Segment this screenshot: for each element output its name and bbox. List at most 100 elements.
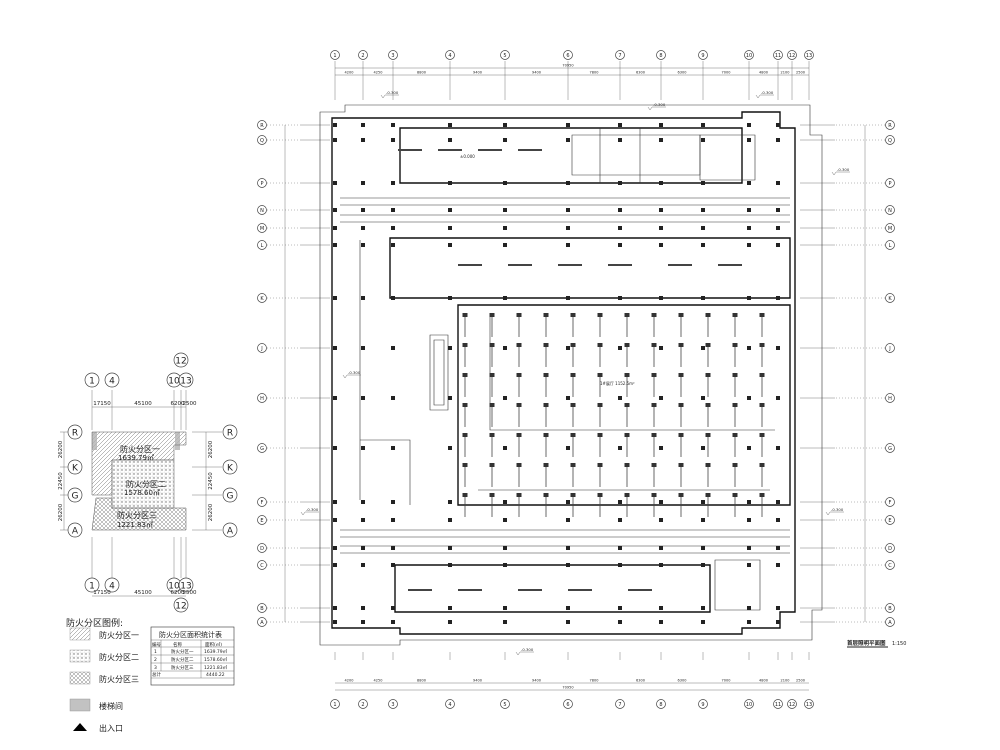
column: [566, 296, 570, 300]
column: [503, 181, 507, 185]
grid-label: B: [888, 606, 892, 612]
table-cell: 防火分区二: [171, 656, 194, 663]
fixture-head: [678, 463, 684, 467]
column: [566, 606, 570, 610]
table-total-value: 4440.22: [206, 672, 225, 678]
column: [566, 620, 570, 624]
dimension-label: 8800: [417, 71, 426, 75]
fixture-head: [624, 343, 630, 347]
fixture-head: [624, 313, 630, 317]
dimension-label: 6300: [636, 679, 645, 683]
grid-label: P: [260, 181, 263, 187]
column: [333, 620, 337, 624]
column: [391, 500, 395, 504]
column: [747, 346, 751, 350]
grid-bubble: [257, 560, 267, 570]
key-dimension: 6200: [171, 590, 185, 596]
dimension-label: 6300: [636, 71, 645, 75]
key-grid-label: 13: [180, 377, 191, 387]
grid-label: A: [260, 620, 264, 626]
column: [618, 396, 622, 400]
fixture-head: [570, 343, 576, 347]
grid-bubble: [787, 50, 797, 60]
column: [361, 138, 365, 142]
fixture-head: [759, 403, 765, 407]
legend-item-zone-3: 防火分区三: [99, 674, 139, 684]
key-grid-label: 12: [175, 357, 186, 367]
zone-2-name: 防火分区二: [126, 479, 166, 489]
fixture-head: [732, 463, 738, 467]
dimension-label: 9400: [473, 679, 482, 683]
table-cell: 3: [154, 665, 157, 671]
key-grid-bubble: [84, 372, 100, 388]
grid-label: 12: [789, 53, 795, 59]
fixture-head: [489, 493, 495, 497]
fixture-head: [489, 403, 495, 407]
column: [333, 138, 337, 142]
column: [618, 346, 622, 350]
grid-label: L: [889, 243, 892, 249]
area-table-title: 防火分区面积统计表: [159, 630, 222, 639]
grid-label: B: [260, 606, 264, 612]
fixture-head: [759, 493, 765, 497]
total-dimension: 70950: [562, 64, 573, 68]
key-grid-bubble: [104, 372, 120, 388]
column: [659, 518, 663, 522]
fixture-head: [759, 343, 765, 347]
grid-bubble: [257, 543, 267, 553]
fixture-head: [705, 403, 711, 407]
level-marks: -0.300-0.300-0.300-0.300-0.300-0.300-0.3…: [300, 90, 850, 656]
grid-bubble: [257, 240, 267, 250]
column: [391, 346, 395, 350]
column: [361, 563, 365, 567]
grid-bubble: [744, 699, 754, 709]
column: [618, 243, 622, 247]
column: [747, 181, 751, 185]
column: [618, 620, 622, 624]
column: [701, 346, 705, 350]
grid-bubble: [358, 50, 368, 60]
column: [333, 500, 337, 504]
light-fixture: [558, 264, 582, 266]
column: [659, 546, 663, 550]
fixture-head: [489, 313, 495, 317]
column: [776, 346, 780, 350]
dimension-label: 4800: [759, 679, 768, 683]
fixture-head: [516, 343, 522, 347]
column: [391, 226, 395, 230]
grid-bubble: [885, 603, 895, 613]
key-grid-label: 4: [109, 377, 115, 387]
grid-bubble: [885, 135, 895, 145]
grid-bubble: [445, 50, 455, 60]
grid-bubble: [330, 699, 340, 709]
column: [701, 606, 705, 610]
grid-bubble: [885, 293, 895, 303]
column: [566, 563, 570, 567]
grid-label: H: [888, 396, 892, 402]
key-dimension: 22450: [208, 472, 214, 490]
grid-label: R: [260, 123, 264, 129]
fixture-head: [462, 433, 468, 437]
column: [391, 606, 395, 610]
key-grid-bubble: [222, 424, 238, 440]
grid-bubble: [885, 560, 895, 570]
level-mark: -0.300: [306, 507, 319, 512]
grid-label: 8: [659, 53, 662, 59]
column: [566, 138, 570, 142]
light-fixture: [478, 149, 502, 151]
column: [448, 606, 452, 610]
column: [659, 620, 663, 624]
light-fixture: [518, 589, 542, 591]
fixture-head: [462, 373, 468, 377]
fixture-head: [516, 493, 522, 497]
column: [333, 243, 337, 247]
key-grid-label: K: [72, 464, 79, 474]
fixture-head: [732, 403, 738, 407]
legend-title: 防火分区图例:: [66, 617, 123, 629]
column: [747, 606, 751, 610]
fixture-head: [543, 373, 549, 377]
fixture-head: [705, 313, 711, 317]
dimension-label: 7000: [722, 71, 731, 75]
legend-item-zone-2: 防火分区二: [99, 652, 139, 662]
grid-label: F: [261, 500, 264, 506]
